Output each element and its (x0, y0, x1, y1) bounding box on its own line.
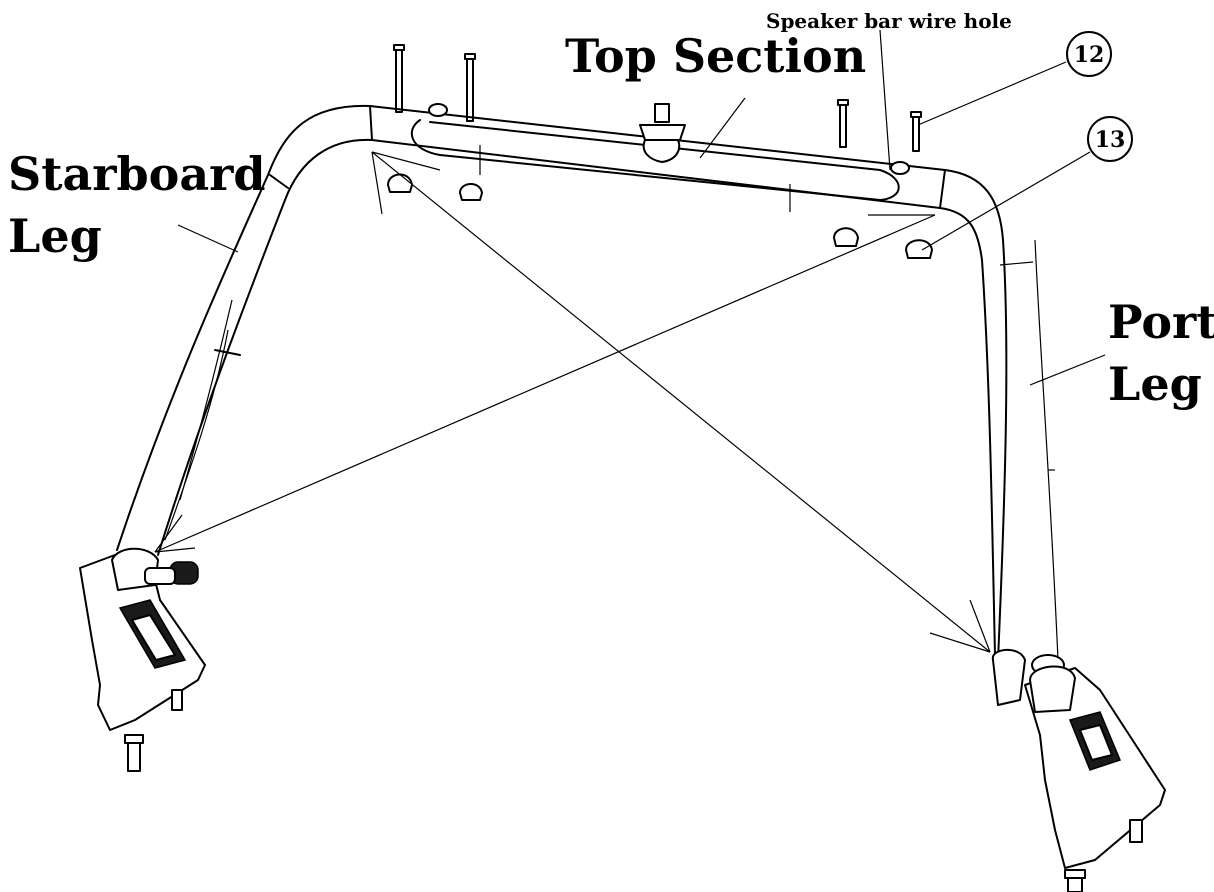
starboard-leg-tube (116, 104, 373, 556)
screw (910, 111, 922, 152)
callout-13: 13 (1087, 116, 1133, 162)
label-starboard-leg-line2: Leg (8, 209, 102, 263)
label-port-leg-line1: Port (1108, 295, 1214, 349)
port-leg-tube (939, 169, 1059, 661)
leader-wire-hole (879, 29, 891, 171)
leader-part-13 (921, 151, 1091, 251)
leader-part-12 (917, 61, 1067, 126)
callout-12-number: 12 (1074, 42, 1105, 68)
leader-starboard-leg (177, 224, 239, 253)
leader-port-leg (1029, 354, 1106, 386)
starboard-base (79, 547, 206, 772)
leader-top-section (699, 97, 746, 159)
top-section-tube (369, 103, 946, 212)
leader-lines (177, 29, 1106, 386)
screw (837, 99, 849, 148)
label-starboard-leg-line1: Starboard (8, 147, 266, 201)
port-base (991, 648, 1166, 892)
label-speaker-bar-wire-hole: Speaker bar wire hole (766, 9, 1012, 33)
callout-13-number: 13 (1095, 127, 1126, 153)
callout-12: 12 (1066, 31, 1112, 77)
screw (464, 53, 476, 122)
screw-group (393, 44, 922, 152)
label-port-leg-line2: Leg (1108, 357, 1202, 411)
label-top-section: Top Section (565, 29, 866, 83)
bracket-group (387, 173, 933, 259)
screw (393, 44, 405, 113)
assembly-guide-lines (154, 151, 991, 653)
